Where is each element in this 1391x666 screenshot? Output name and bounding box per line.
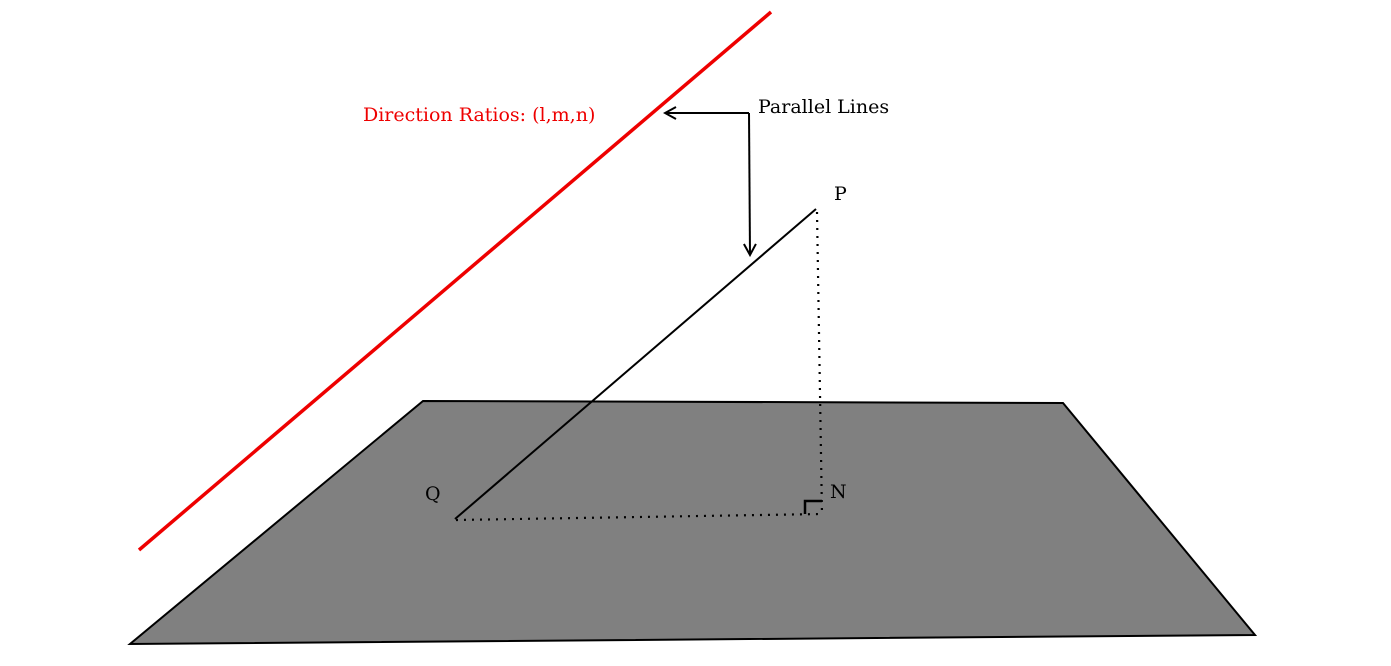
arrow-to-qp-line bbox=[749, 112, 750, 255]
point-n-label: N bbox=[830, 481, 847, 503]
right-angle-mark bbox=[803, 499, 822, 514]
plane bbox=[127, 399, 1258, 646]
parallel-lines-label: Parallel Lines bbox=[758, 96, 889, 118]
direction-line bbox=[137, 10, 773, 552]
point-p-label: P bbox=[834, 183, 847, 205]
projection-qn bbox=[455, 512, 823, 522]
line-qp bbox=[454, 208, 817, 520]
point-q-label: Q bbox=[425, 483, 441, 505]
direction-ratios-label: Direction Ratios: (l,m,n) bbox=[363, 104, 595, 126]
